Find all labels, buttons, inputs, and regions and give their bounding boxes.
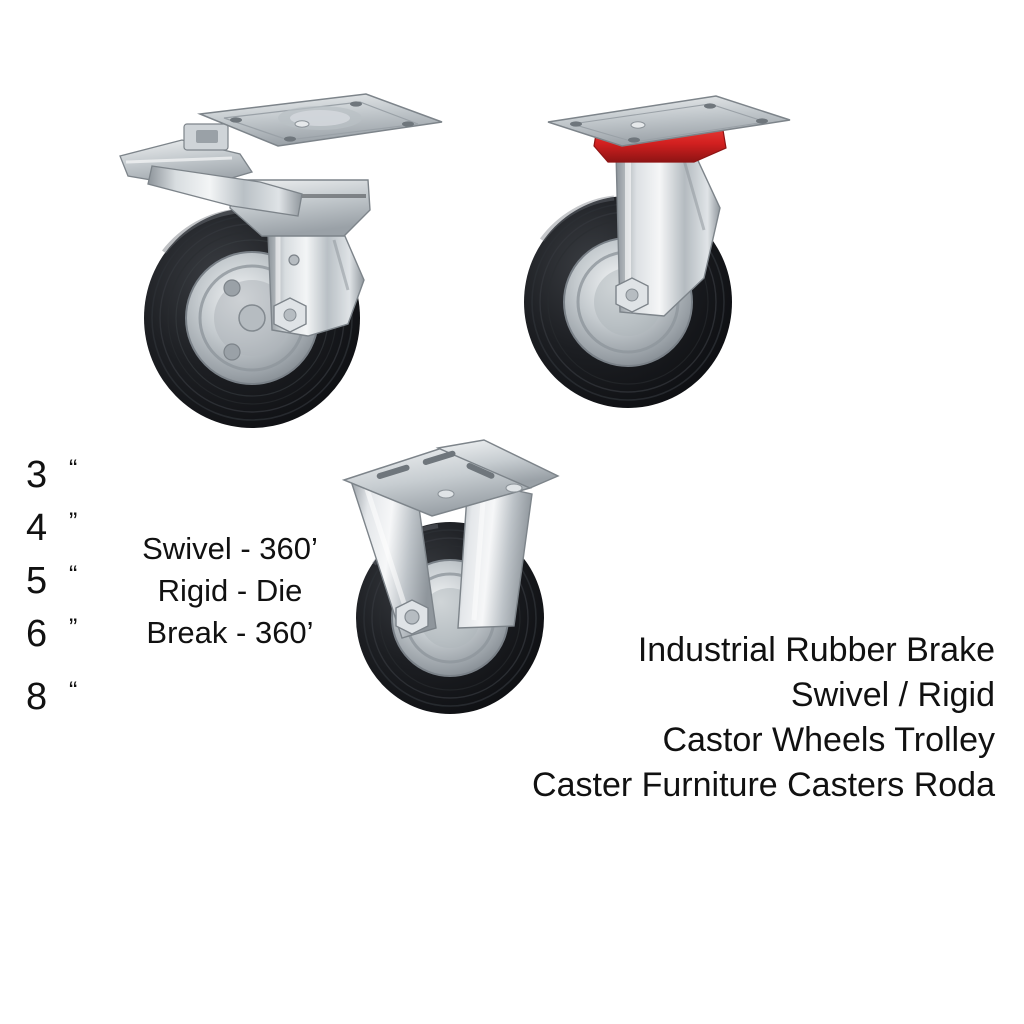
title-line-2: Swivel / Rigid (790, 676, 995, 714)
rigid-caster-image (318, 432, 586, 724)
feature-line-swivel: Swivel - 360’ (142, 531, 318, 566)
size-value: 5 (26, 560, 48, 602)
size-item-6: 6 ” (26, 615, 136, 668)
inch-mark: ” (69, 508, 78, 536)
size-item-3: 3 “ (26, 456, 136, 509)
product-title-block: Industrial Rubber Brake Swivel / Rigid C… (375, 628, 995, 808)
feature-text-block: Swivel - 360’ Rigid - Die Break - 360’ (105, 528, 355, 654)
size-value: 8 (26, 676, 48, 718)
inch-mark: “ (69, 455, 78, 483)
axle-bolt (273, 297, 307, 333)
size-item-5: 5 “ (26, 562, 136, 615)
inch-mark: ” (69, 614, 78, 642)
top-mounting-plate (197, 93, 443, 147)
swivel-caster-with-brake-image (112, 84, 464, 448)
size-item-4: 4 ” (26, 509, 136, 562)
size-item-8: 8 “ (26, 678, 136, 731)
size-list: 3 “ 4 ” 5 “ 6 ” 8 “ (26, 456, 136, 731)
axle-bolt (395, 599, 429, 635)
top-mounting-plate (341, 439, 560, 517)
top-mounting-plate (547, 95, 791, 147)
swivel-caster-image (498, 90, 798, 420)
feature-line-rigid: Rigid - Die (157, 573, 303, 608)
inch-mark: “ (69, 677, 78, 705)
size-value: 3 (26, 454, 48, 496)
brake-lever (119, 123, 303, 217)
size-value: 4 (26, 507, 48, 549)
rigid-bracket (351, 471, 533, 639)
inch-mark: “ (69, 561, 78, 589)
title-line-4: Caster Furniture Casters Roda (532, 766, 995, 804)
axle-bolt (615, 277, 649, 313)
feature-line-break: Break - 360’ (146, 615, 314, 650)
title-line-3: Castor Wheels Trolley (662, 721, 995, 759)
title-line-1: Industrial Rubber Brake (637, 631, 995, 669)
size-value: 6 (26, 613, 48, 655)
